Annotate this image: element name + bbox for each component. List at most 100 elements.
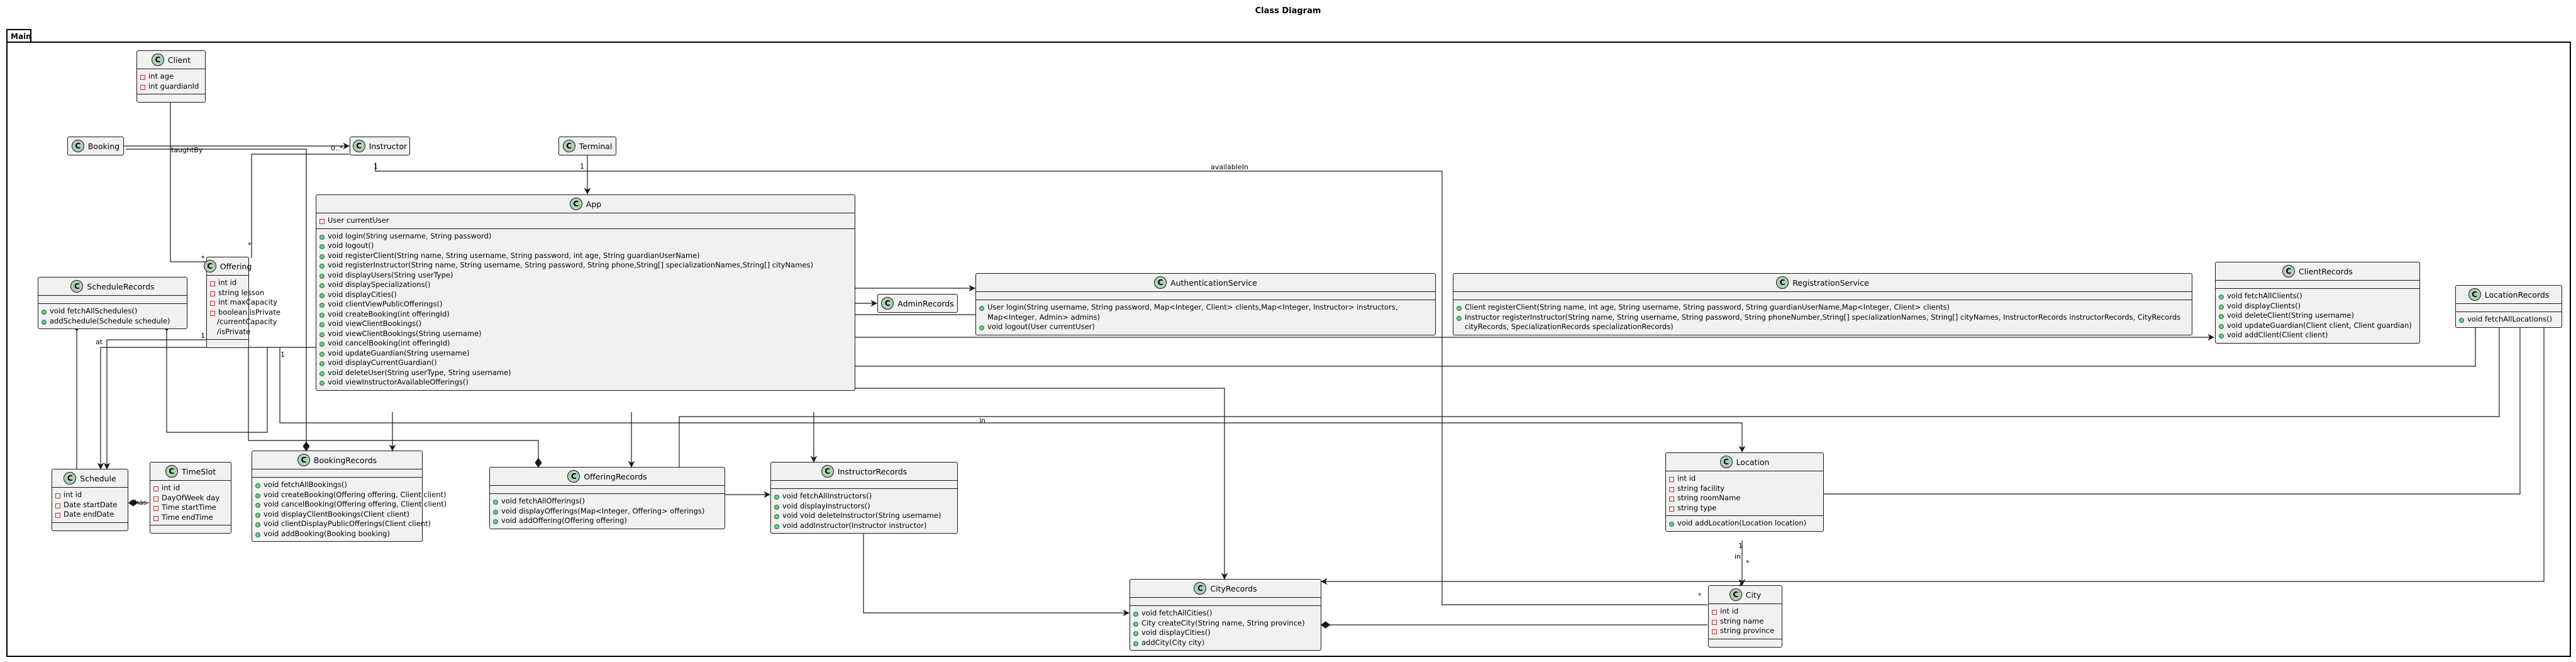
class-icon: C xyxy=(1776,276,1789,289)
public-icon xyxy=(319,371,325,376)
class-icon: C xyxy=(71,140,84,152)
method: addSchedule(Schedule schedule) xyxy=(50,316,170,325)
public-icon xyxy=(2219,314,2224,319)
derived-marker xyxy=(210,330,214,334)
private-icon xyxy=(153,506,158,511)
method: void displayClientBookings(Client client… xyxy=(264,509,410,519)
private-icon xyxy=(1669,477,1674,482)
method: void logout() xyxy=(328,241,374,250)
private-icon xyxy=(55,493,60,498)
method: void logout(User currentUser) xyxy=(987,322,1095,331)
method: void fetchAllSchedules() xyxy=(50,306,138,315)
public-icon xyxy=(1133,621,1138,627)
class-name: AuthenticationService xyxy=(1170,278,1257,288)
class-name: Terminal xyxy=(579,141,613,151)
edge-app-cityrecords xyxy=(855,388,1228,580)
method: void clientDisplayPublicOfferings(Client… xyxy=(264,519,431,528)
public-icon xyxy=(319,342,325,347)
public-icon xyxy=(42,310,47,315)
method: void displayCurrentGuardian() xyxy=(328,358,437,367)
method: void fetchAllLocations() xyxy=(2467,315,2553,323)
public-icon xyxy=(319,283,325,288)
mult-offering-one: 1 xyxy=(201,332,205,340)
private-icon xyxy=(140,84,145,90)
method: void deleteClient(String username) xyxy=(2227,311,2354,320)
edge-offeringrecords-locationrecords xyxy=(679,317,2503,467)
class-icon: C xyxy=(562,140,575,152)
public-icon xyxy=(319,322,325,327)
public-icon xyxy=(319,332,325,337)
method: void updateGuardian(Client client, Clien… xyxy=(2227,320,2412,330)
public-icon xyxy=(319,264,325,269)
public-icon xyxy=(1457,306,1462,311)
attribute: Time endTime xyxy=(162,512,213,522)
public-icon xyxy=(255,512,260,518)
edge-offering-location xyxy=(279,347,1746,453)
attribute: int id xyxy=(1677,474,1696,483)
edge-offering-offeringrecords xyxy=(248,347,542,468)
edge-instructor-city xyxy=(375,162,1707,605)
public-icon xyxy=(493,509,498,515)
mult-offering-top: * xyxy=(248,241,252,249)
attribute: Time startTime xyxy=(162,503,216,512)
class-icon: C xyxy=(297,454,310,466)
class-terminal[interactable]: C Terminal xyxy=(558,137,616,155)
method: void deleteUser(String userType, String … xyxy=(328,367,511,377)
method: void fetchAllBookings() xyxy=(264,480,347,489)
mult-location-one: 1 xyxy=(1738,542,1743,550)
class-icon: C xyxy=(1154,276,1167,289)
mult-offering-schedule: 1 xyxy=(280,351,285,359)
public-icon xyxy=(2219,295,2224,300)
method: void registerClient(String name, String … xyxy=(328,250,700,260)
method: void createBooking(Offering offering, Cl… xyxy=(264,490,447,499)
attribute: int guardianId xyxy=(148,81,199,91)
attribute: string province xyxy=(1720,626,1775,635)
derived-marker xyxy=(210,320,214,324)
method: void fetchAllCities() xyxy=(1141,609,1213,617)
attribute: /isPrivate xyxy=(217,327,251,336)
private-icon xyxy=(210,291,215,296)
method: City createCity(String name, String prov… xyxy=(1141,618,1305,627)
mult-city-star: * xyxy=(1698,592,1702,600)
label-in-offering-location: in xyxy=(979,417,986,425)
class-name: LocationRecords xyxy=(2484,289,2550,300)
class-icon: C xyxy=(1719,456,1733,468)
method: Client registerClient(String name, int a… xyxy=(1465,303,1950,311)
public-icon xyxy=(1669,522,1674,527)
mult-location-star: * xyxy=(1746,559,1750,567)
class-name: InstructorRecords xyxy=(837,466,908,476)
class-name: TimeSlot xyxy=(181,466,216,476)
class-name: Booking xyxy=(87,141,120,151)
public-icon xyxy=(255,493,260,498)
mult-offering-left: * xyxy=(201,254,205,262)
method: void addOffering(Offering offering) xyxy=(501,516,627,525)
private-icon xyxy=(319,219,325,224)
private-icon xyxy=(210,281,215,286)
method: void addInstructor(Instructor instructor… xyxy=(782,520,927,530)
private-icon xyxy=(1712,619,1717,625)
class-icon: C xyxy=(165,465,178,478)
class-name: Instructor xyxy=(369,141,408,151)
public-icon xyxy=(319,312,325,318)
private-icon xyxy=(140,75,145,80)
private-icon xyxy=(1712,629,1717,634)
